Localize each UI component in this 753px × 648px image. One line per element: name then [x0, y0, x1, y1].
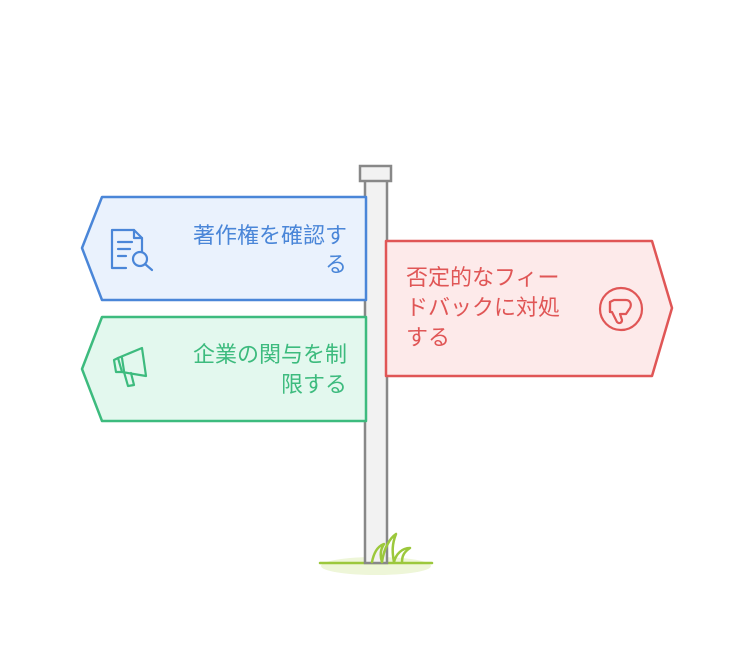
signpost-pole: [363, 176, 389, 565]
grass-tuft: [370, 532, 412, 564]
sign-board-red: [384, 239, 674, 378]
ground-patch: [321, 557, 431, 575]
sign-board-green: [80, 315, 368, 423]
sign-label-company-line2: 限する: [281, 373, 347, 398]
megaphone-icon: [112, 346, 148, 388]
sign-check-copyright: 著作権を確認す る: [80, 195, 368, 302]
sign-label-feedback-line2: ドバックに対処: [406, 296, 560, 321]
signpost-cap: [358, 164, 393, 183]
sign-label-copyright-line1: 著作権を確認す: [193, 224, 347, 249]
document-search-icon: [110, 228, 154, 272]
sign-label-copyright-line2: る: [325, 253, 347, 278]
sign-label-feedback-line3: する: [406, 326, 450, 351]
sign-label-company-line1: 企業の関与を制: [193, 343, 347, 368]
sign-board-blue: [80, 195, 368, 302]
sign-label-feedback-line1: 否定的なフィー: [406, 266, 560, 291]
sign-limit-company-involvement: 企業の関与を制 限する: [80, 315, 368, 423]
thumbs-down-icon: [598, 286, 644, 332]
sign-handle-negative-feedback: 否定的なフィー ドバックに対処 する: [384, 239, 674, 378]
